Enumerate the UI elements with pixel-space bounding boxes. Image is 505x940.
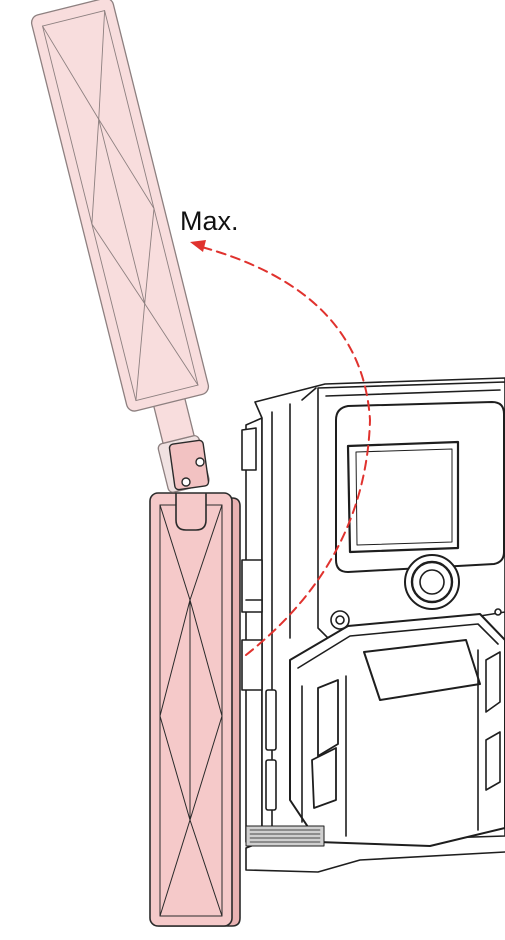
antenna-lowered-icon [149,492,241,927]
rotation-arrow-icon [190,240,372,656]
max-label: Max. [180,206,239,236]
trail-camera-icon [241,377,505,873]
antenna-hinge-icon [168,439,210,491]
